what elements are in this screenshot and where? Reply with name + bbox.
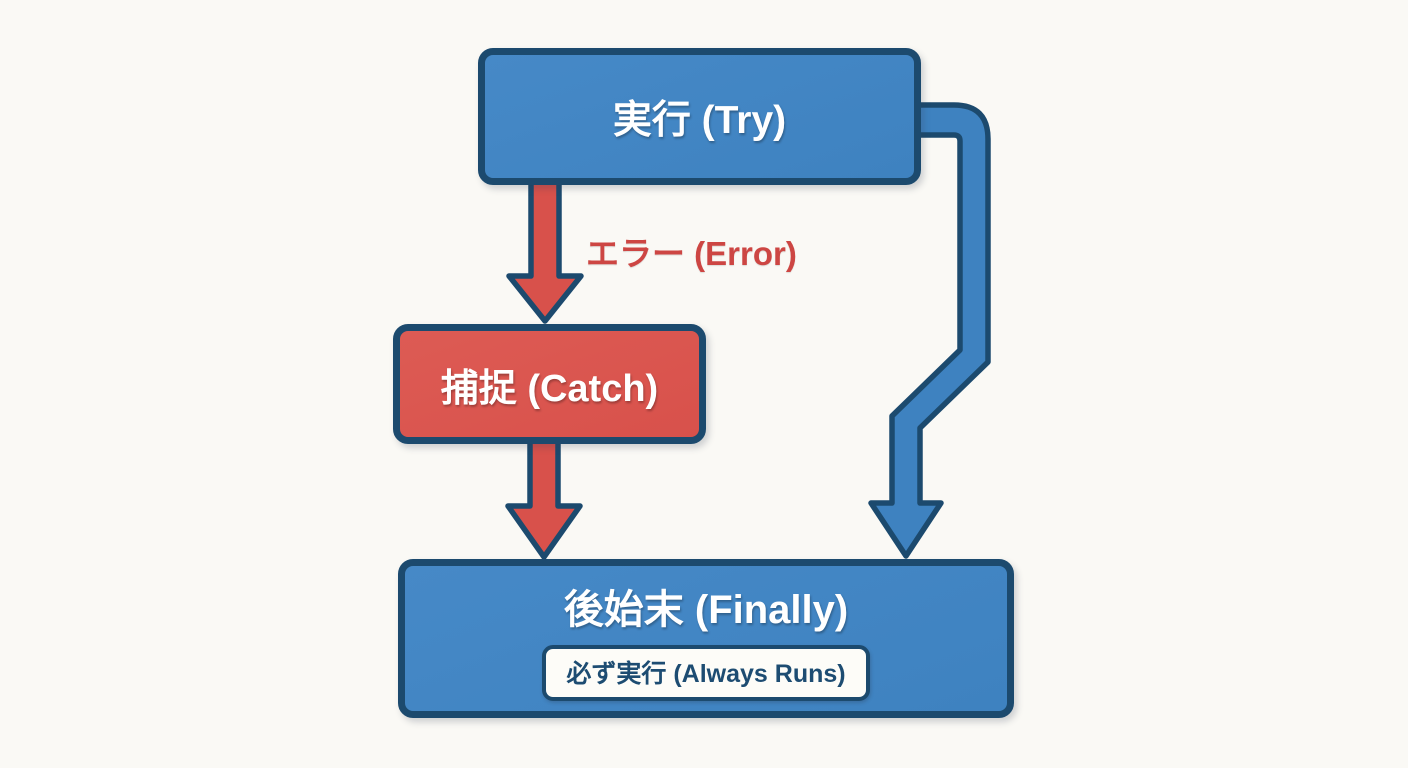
always-runs-badge: 必ず実行 (Always Runs): [542, 644, 870, 701]
try-node: 実行 (Try): [478, 48, 921, 185]
catch-to-finally-arrow-icon: [505, 435, 583, 560]
catch-node: 捕捉 (Catch): [393, 324, 706, 444]
try-to-finally-arrow-icon: [868, 102, 991, 559]
try-to-catch-arrow-icon: [506, 177, 584, 324]
error-edge-label: エラー (Error): [586, 235, 797, 272]
try-node-label: 実行 (Try): [612, 98, 787, 142]
catch-node-label: 捕捉 (Catch): [440, 367, 659, 410]
finally-node: 後始末 (Finally) 必ず実行 (Always Runs): [398, 559, 1014, 718]
finally-node-label: 後始末 (Finally): [563, 587, 849, 632]
